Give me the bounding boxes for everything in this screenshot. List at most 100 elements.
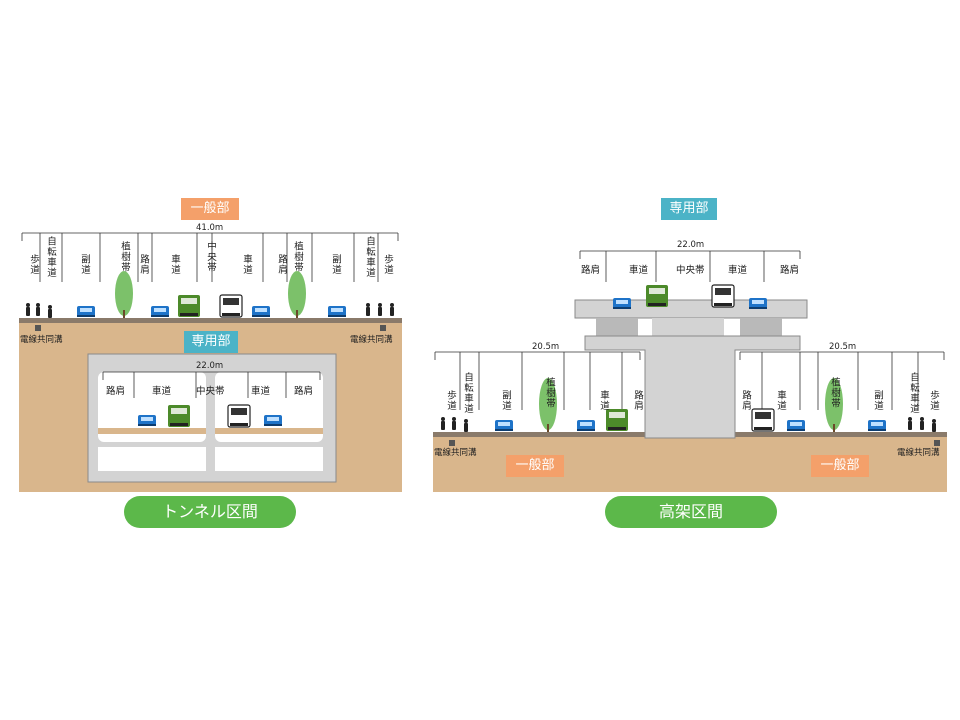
viaduct-deck-car-2-base xyxy=(749,307,767,309)
tunnel-inner-lane-3: 中央帯 xyxy=(196,386,225,397)
viaduct-right-lane-5: 自転車道 xyxy=(908,372,919,414)
viaduct-right-tag: 一般部 xyxy=(811,455,869,477)
tunnel-person-1-body xyxy=(26,307,30,316)
viaduct-left-lane-3: 副道 xyxy=(500,390,511,411)
tunnel-lane-label-9: 路肩 xyxy=(276,254,287,275)
tunnel-road-surface xyxy=(19,318,402,323)
viaduct-left-tag: 一般部 xyxy=(506,455,564,477)
viaduct-left-width: 20.5m xyxy=(532,342,560,352)
tunnel-person-3-head xyxy=(48,305,52,309)
tunnel-surface-truck-windshield xyxy=(181,298,197,304)
viaduct-person-1-head xyxy=(441,417,445,421)
tunnel-dedicated-tag: 専用部 xyxy=(184,331,238,353)
viaduct-person-1-body xyxy=(441,421,445,430)
tunnel-lane-label-7: 中央帯 xyxy=(205,241,216,273)
tunnel-utility-right-box xyxy=(380,325,386,331)
viaduct-right-car-2-base xyxy=(868,429,886,431)
viaduct-girder-left xyxy=(596,318,638,336)
tunnel-inner-width: 22.0m xyxy=(196,361,224,371)
tunnel-tree-right xyxy=(288,271,306,316)
viaduct-person-2-body xyxy=(452,421,456,430)
viaduct-caption-pill: 高架区間 xyxy=(605,496,777,528)
viaduct-utility-left-box xyxy=(449,440,455,446)
viaduct-tree-right xyxy=(825,378,843,430)
tunnel-person-4-body xyxy=(366,307,370,316)
tunnel-tree-left xyxy=(115,271,133,316)
viaduct-utility-left: 電線共同溝 xyxy=(434,448,477,458)
tunnel-person-6-head xyxy=(390,303,394,307)
tunnel-caption-pill: トンネル区間 xyxy=(124,496,296,528)
tunnel-duct-left xyxy=(98,447,206,471)
tunnel-lane-label-2: 自転車道 xyxy=(45,236,56,278)
viaduct-right-car-1-window xyxy=(790,422,802,426)
tunnel-inner-lane-2: 車道 xyxy=(152,386,172,397)
viaduct-person-3-body xyxy=(464,423,468,432)
viaduct-tree-left xyxy=(539,378,557,430)
viaduct-utility-right-box xyxy=(934,440,940,446)
viaduct-right-car-2-window xyxy=(871,422,883,426)
viaduct-right-width: 20.5m xyxy=(829,342,857,352)
viaduct-pier-cap xyxy=(652,318,724,336)
tunnel-top-width: 41.0m xyxy=(196,223,224,233)
viaduct-person-5-body xyxy=(920,421,924,430)
viaduct-left-lane-1: 歩道 xyxy=(445,390,456,411)
viaduct-deck-truck-windshield xyxy=(649,288,665,294)
tunnel-car-1-base xyxy=(138,424,156,426)
tunnel-person-4-head xyxy=(366,303,370,307)
tunnel-truck-bumper xyxy=(170,423,188,426)
tunnel-person-2-body xyxy=(36,307,40,316)
viaduct-right-lane-1: 路肩 xyxy=(740,390,751,411)
tunnel-lane-label-5: 路肩 xyxy=(138,254,149,275)
viaduct-person-6-head xyxy=(932,419,936,423)
tunnel-tree-left-trunk xyxy=(123,310,125,318)
tunnel-surface-car-3-window xyxy=(255,308,267,312)
viaduct-right-car-1-base xyxy=(787,429,805,431)
tunnel-car-2-base xyxy=(264,424,282,426)
tunnel-surface-truck-bumper xyxy=(180,313,198,316)
viaduct-left-car-1-base xyxy=(495,429,513,431)
viaduct-left-lane-6: 路肩 xyxy=(632,390,643,411)
viaduct-left-car-2-base xyxy=(577,429,595,431)
tunnel-utility-left-box xyxy=(35,325,41,331)
tunnel-utility-left: 電線共同溝 xyxy=(20,335,63,345)
tunnel-truck-windshield xyxy=(171,408,187,414)
tunnel-surface-bus-windshield xyxy=(223,298,239,305)
tunnel-lane-label-4: 植樹帯 xyxy=(119,241,130,273)
tunnel-bus-bumper xyxy=(230,423,248,426)
tunnel-cell-right-road xyxy=(215,428,323,434)
tunnel-lane-label-11: 副道 xyxy=(330,254,341,275)
tunnel-person-6-body xyxy=(390,307,394,316)
viaduct-deck-truck-bumper xyxy=(648,303,666,306)
viaduct-person-6-body xyxy=(932,423,936,432)
viaduct-person-4-body xyxy=(908,421,912,430)
viaduct-left-lane-4: 植樹帯 xyxy=(544,377,555,409)
viaduct-tree-right-trunk xyxy=(833,424,835,432)
viaduct-top-lane-5: 路肩 xyxy=(780,265,800,276)
viaduct-left-lane-5: 車道 xyxy=(598,390,609,411)
tunnel-lane-label-13: 歩道 xyxy=(382,254,393,275)
tunnel-surface-car-4-window xyxy=(331,308,343,312)
viaduct-top-tag: 専用部 xyxy=(661,198,717,220)
tunnel-inner-lane-1: 路肩 xyxy=(106,386,126,397)
tunnel-tree-right-trunk xyxy=(296,310,298,318)
viaduct-top-lane-2: 車道 xyxy=(629,265,649,276)
viaduct-top-lane-4: 車道 xyxy=(728,265,748,276)
viaduct-deck-bus-windshield xyxy=(715,288,731,295)
viaduct-right-bus-bumper xyxy=(754,427,772,430)
tunnel-top-tag: 一般部 xyxy=(181,198,239,220)
viaduct-deck-car-1-base xyxy=(613,307,631,309)
tunnel-surface-car-3-base xyxy=(252,315,270,317)
tunnel-surface-car-1-base xyxy=(77,315,95,317)
tunnel-surface-car-2-base xyxy=(151,315,169,317)
tunnel-surface-car-4-base xyxy=(328,315,346,317)
viaduct-person-5-head xyxy=(920,417,924,421)
viaduct-right-lane-3: 植樹帯 xyxy=(829,377,840,409)
tunnel-car-1-window xyxy=(141,417,153,421)
tunnel-utility-right: 電線共同溝 xyxy=(350,335,393,345)
tunnel-lane-label-1: 歩道 xyxy=(28,254,39,275)
viaduct-top-width: 22.0m xyxy=(677,240,705,250)
tunnel-lane-label-3: 副道 xyxy=(79,254,90,275)
viaduct-left-car-1-window xyxy=(498,422,510,426)
tunnel-cell-left-road xyxy=(98,428,206,434)
